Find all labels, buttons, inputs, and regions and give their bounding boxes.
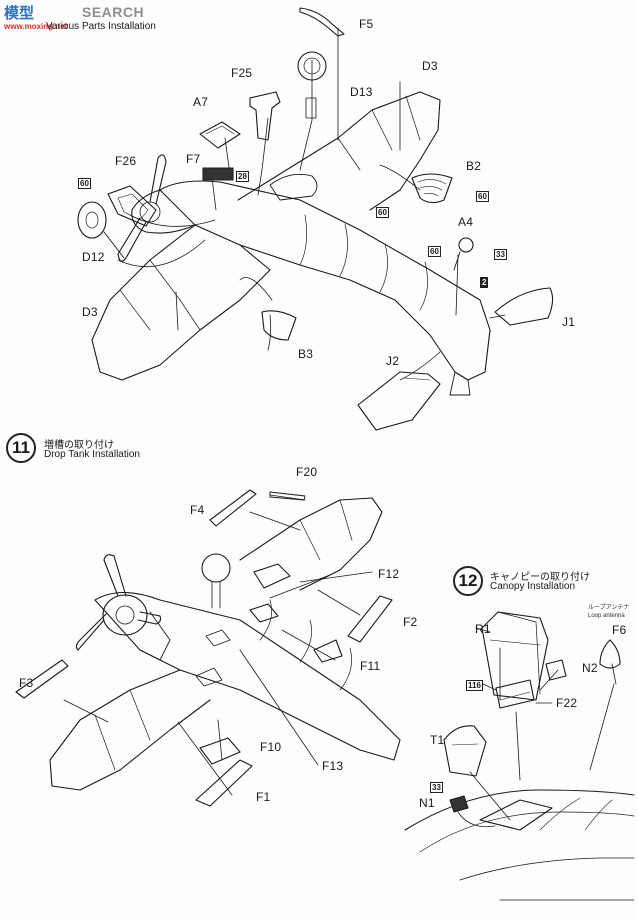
part-label-d3-left: D3 [82,305,98,319]
part-label-f26: F26 [115,154,137,168]
part-label-f10: F10 [260,740,282,754]
part-label-f13: F13 [322,759,344,773]
part-label-f25: F25 [231,66,253,80]
color-code-33-b: 33 [430,782,443,793]
step12-canopy-drawing [404,611,635,901]
part-label-a4: A4 [458,215,474,229]
color-code-33-a: 33 [494,249,507,260]
part-label-b3: B3 [298,347,314,361]
step11-aircraft-drawing [15,489,401,807]
color-code-2: 2 [480,277,489,288]
part-label-b2: B2 [466,159,482,173]
color-code-60-c: 60 [476,191,489,202]
part-label-f22: F22 [556,696,578,710]
part-label-f20: F20 [296,465,318,479]
loop-antenna-note-jp: ループアンテナ [588,605,630,611]
part-label-a7: A7 [193,95,209,109]
part-label-t1: T1 [430,733,445,747]
part-label-j1: J1 [562,315,576,329]
color-code-60-a: 60 [78,178,91,189]
part-label-f7: F7 [186,152,201,166]
part-label-f1: F1 [256,790,271,804]
step12-title-jp: キャノピーの取り付け [490,572,590,583]
part-label-f3: F3 [19,676,34,690]
part-label-f5: F5 [359,17,374,31]
color-code-60-d: 60 [428,246,441,257]
part-label-f12: F12 [378,567,400,581]
color-code-60-b: 60 [376,207,389,218]
part-label-n2: N2 [582,661,598,675]
part-label-d13: D13 [350,85,373,99]
part-label-f4: F4 [190,503,205,517]
watermark-site: www.moxing.net [4,22,68,31]
step12-title-en: Canopy Installation [490,581,576,592]
part-label-f6: F6 [612,623,627,637]
part-label-d12: D12 [82,250,105,264]
part-label-d3-top: D3 [422,59,438,73]
watermark-search: SEARCH [82,4,145,20]
color-code-116: 116 [466,680,483,691]
step10-aircraft-drawing [77,7,554,431]
step11-title-jp: 増槽の取り付け [44,440,114,451]
step12-number: 12 [453,566,483,596]
part-label-f11: F11 [360,659,381,673]
part-label-j2: J2 [386,354,400,368]
part-label-f2: F2 [403,615,418,629]
step10-title-en: Various Parts Installation [46,21,156,32]
loop-antenna-note-en: Loop antenna [588,613,625,619]
watermark-logo: 模型 [4,5,35,22]
step11-title-en: Drop Tank Installation [44,449,140,460]
step11-number: 11 [6,433,36,463]
part-label-r1: R1 [475,622,491,636]
part-label-n1: N1 [419,796,435,810]
color-code-28: 28 [236,171,249,182]
